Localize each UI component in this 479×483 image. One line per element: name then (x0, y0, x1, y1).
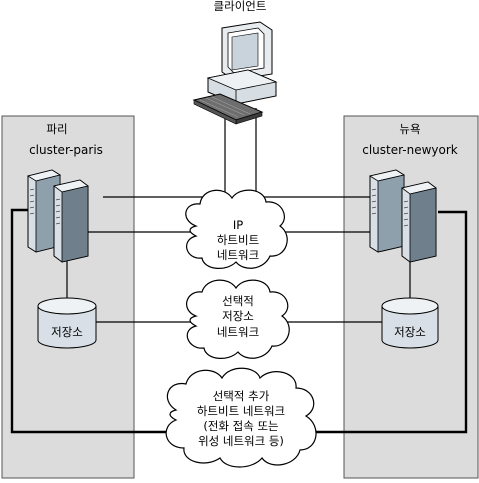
left-region-label: 파리 (46, 122, 67, 136)
extra-cloud-line-2: 하트비트 네트워크 (197, 404, 285, 418)
left-server-secondary-icon (53, 179, 89, 263)
left-site-panel (1, 115, 135, 479)
storage-cloud-line-1: 선택적 (222, 294, 254, 308)
right-storage-icon (381, 297, 439, 349)
storage-cloud-line-2: 저장소 (222, 309, 254, 323)
left-cluster-name: cluster-paris (29, 143, 103, 157)
ip-cloud-line-3: 네트워크 (217, 248, 259, 262)
left-storage-label: 저장소 (51, 325, 83, 339)
extra-heartbeat-right (310, 210, 468, 434)
right-server-primary-icon (368, 169, 406, 253)
right-site-panel (343, 115, 479, 479)
client-label: 클라이언트 (214, 0, 267, 13)
ip-cloud-line-2: 하트비트 (217, 233, 259, 247)
storage-network-cloud (186, 279, 290, 359)
left-storage-icon (37, 297, 97, 349)
ip-cloud-line-1: IP (233, 218, 243, 232)
storage-cloud-line-3: 네트워크 (217, 325, 259, 339)
extra-cloud-line-1: 선택적 추가 (213, 389, 270, 403)
extra-cloud-line-3: (전화 접속 또는 (203, 419, 278, 433)
extra-cloud-line-4: 위성 네트워크 등) (198, 434, 284, 448)
extra-heartbeat-left (10, 208, 170, 434)
right-region-label: 뉴욕 (399, 122, 420, 136)
ip-heartbeat-cloud (185, 189, 288, 269)
extra-heartbeat-cloud (165, 367, 317, 468)
right-server-secondary-icon (401, 181, 437, 263)
client-computer-icon (192, 21, 278, 125)
right-cluster-name: cluster-newyork (362, 143, 458, 157)
right-storage-label: 저장소 (394, 325, 426, 339)
